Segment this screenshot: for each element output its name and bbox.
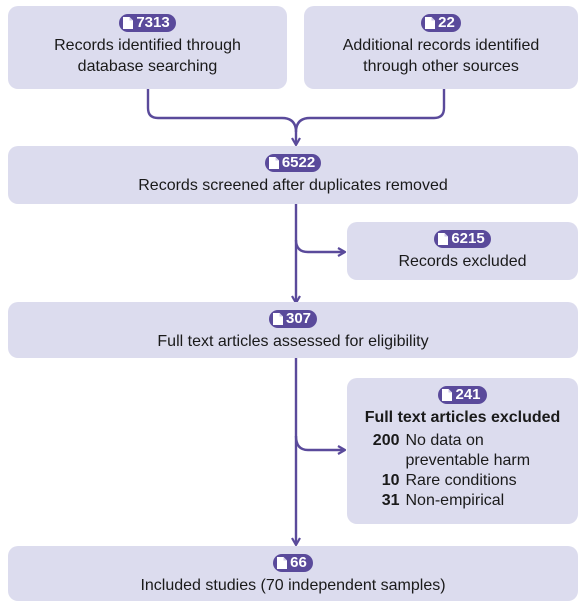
exclusion-reasons: 200 No data on preventable harm 10 Rare … <box>358 431 568 511</box>
reason-label: Rare conditions <box>405 472 517 489</box>
count-badge: 241 <box>438 386 487 404</box>
exclusion-reason: 10 Rare conditions <box>358 471 568 491</box>
document-icon <box>123 17 134 29</box>
reason-count: 200 <box>372 432 400 449</box>
count-value: 22 <box>438 14 455 31</box>
count-badge: 6522 <box>264 154 322 172</box>
box-label: Records excluded <box>398 253 527 270</box>
box-label: Full text articles excluded <box>364 409 561 426</box>
count-value: 307 <box>285 310 312 327</box>
box-records-excluded: 6215 Records excluded <box>347 222 578 280</box>
box-included-studies: 66 Included studies (70 independent samp… <box>8 546 578 601</box>
count-value: 66 <box>290 554 307 571</box>
document-icon <box>438 233 449 245</box>
box-full-text-assessed: 307 Full text articles assessed for elig… <box>8 302 578 358</box>
box-identified-database: 7313 Records identified through database… <box>8 6 287 89</box>
box-screened: 6522 Records screened after duplicates r… <box>8 146 578 204</box>
count-value: 6215 <box>451 230 485 247</box>
document-icon <box>277 557 288 569</box>
reason-count: 10 <box>381 472 400 489</box>
reason-count: 31 <box>381 492 400 509</box>
box-label: Full text articles assessed for eligibil… <box>157 333 429 350</box>
count-badge: 6215 <box>434 230 491 248</box>
box-label: Included studies (70 independent samples… <box>140 577 446 594</box>
count-badge: 66 <box>273 554 313 572</box>
count-value: 7313 <box>136 14 170 31</box>
box-identified-other: 22 Additional records identified through… <box>304 6 578 89</box>
count-value: 241 <box>455 386 481 403</box>
exclusion-reason: 200 No data on preventable harm <box>358 431 568 471</box>
document-icon <box>442 389 453 401</box>
document-icon <box>268 157 279 169</box>
document-icon <box>272 313 283 325</box>
reason-label: Non-empirical <box>405 492 505 509</box>
count-badge: 307 <box>268 310 318 328</box>
exclusion-reason: 31 Non-empirical <box>358 491 568 511</box>
document-icon <box>425 17 436 29</box>
box-full-text-excluded: 241 Full text articles excluded 200 No d… <box>347 378 578 524</box>
count-badge: 22 <box>421 14 461 32</box>
box-label: Additional records identified through ot… <box>342 37 540 75</box>
box-label: Records identified through database sear… <box>54 37 241 75</box>
reason-label: No data on preventable harm <box>405 432 531 469</box>
count-badge: 7313 <box>119 14 176 32</box>
count-value: 6522 <box>281 154 316 171</box>
box-label: Records screened after duplicates remove… <box>138 177 448 194</box>
